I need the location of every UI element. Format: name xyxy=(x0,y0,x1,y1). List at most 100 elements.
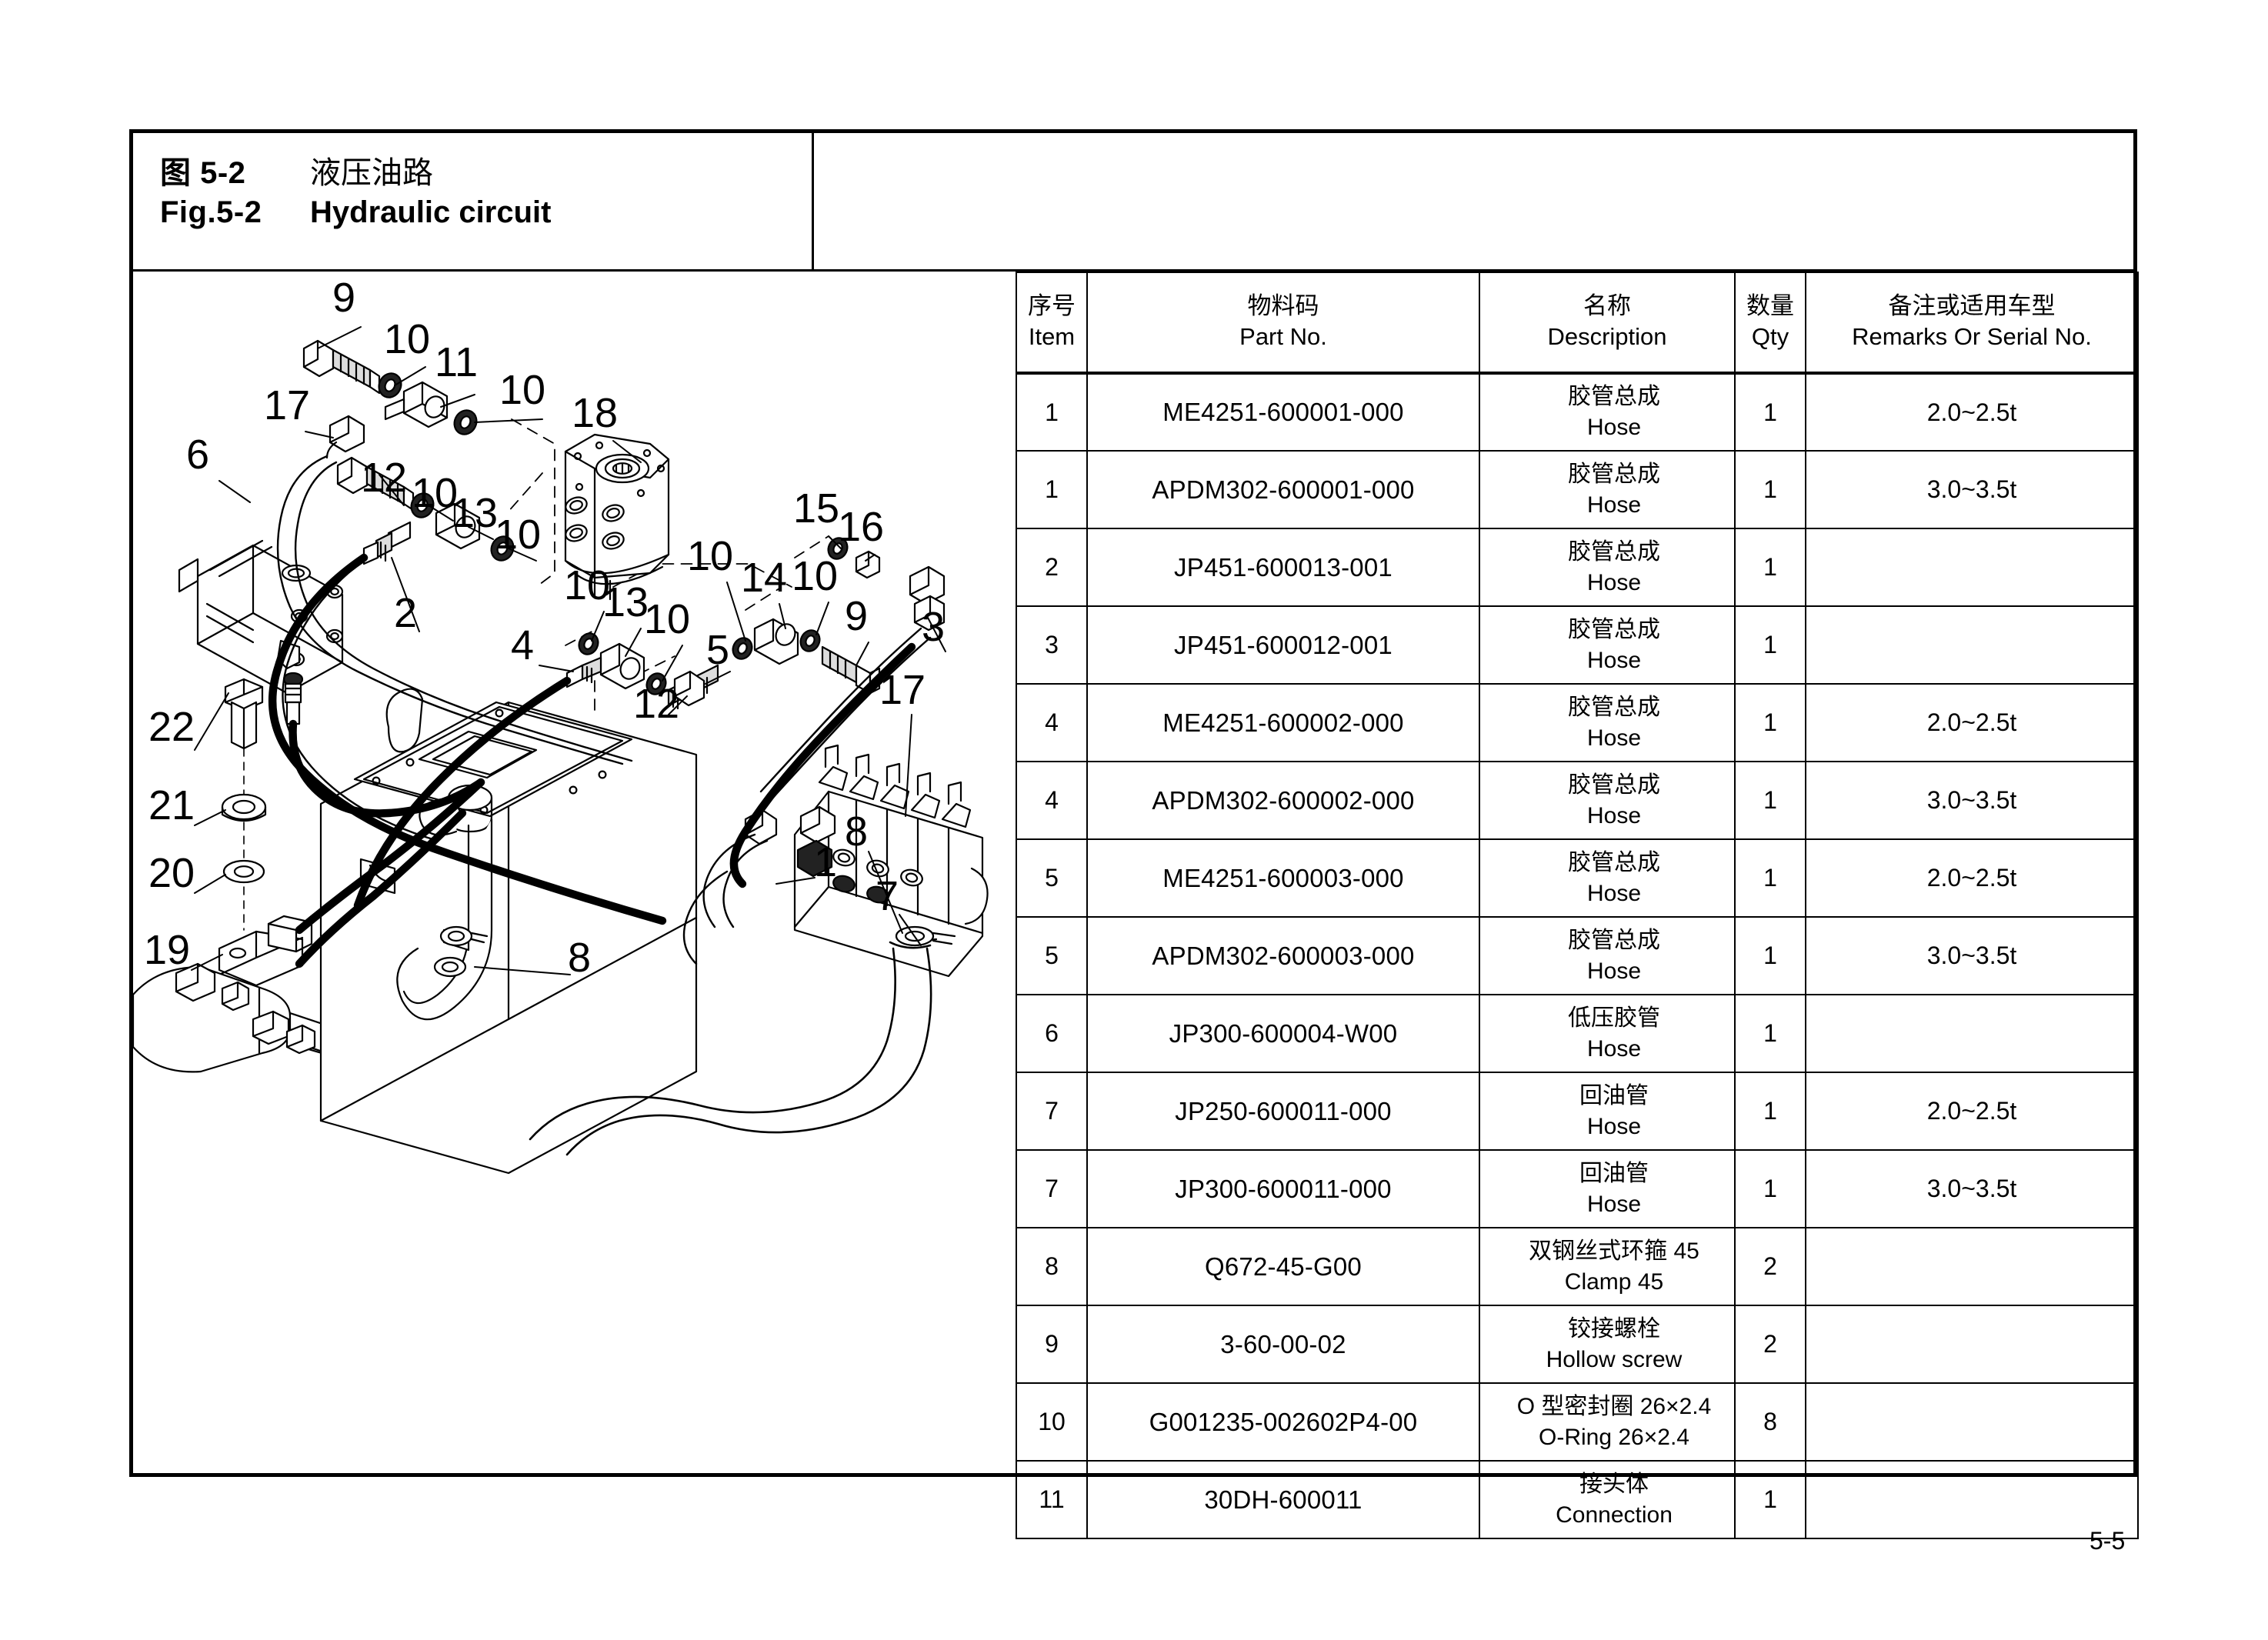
description-en: Hose xyxy=(1586,958,1642,984)
figure-title-text-cn: 液压油路 xyxy=(310,156,433,190)
fitting-group-bottom xyxy=(565,537,946,710)
description-en: Hose xyxy=(1586,647,1642,673)
description-cn: 铰接螺栓 xyxy=(1568,1315,1660,1342)
description-en: Clamp 45 xyxy=(1564,1268,1664,1295)
callout-number: 10 xyxy=(412,470,458,516)
cell-part: G001235-002602P4-00 xyxy=(1086,1382,1480,1462)
callout-leaders xyxy=(191,326,946,975)
callout-number: 9 xyxy=(845,593,868,639)
callout-number: 14 xyxy=(741,555,787,601)
header-qty-en: Qty xyxy=(1751,323,1789,351)
callout-number: 1 xyxy=(814,839,837,885)
figure-title-text-en: Hydraulic circuit xyxy=(310,195,552,229)
header-item-cn: 序号 xyxy=(1028,292,1076,320)
callout-number: 10 xyxy=(384,316,430,362)
cell-part: 3-60-00-02 xyxy=(1086,1305,1480,1384)
cell-qty: 1 xyxy=(1734,683,1806,762)
cell-item: 10 xyxy=(1016,1382,1088,1462)
description-cn: 双钢丝式环箍 45 xyxy=(1529,1238,1699,1264)
cell-qty: 1 xyxy=(1734,450,1806,529)
cell-item: 7 xyxy=(1016,1072,1088,1151)
cell-description: 双钢丝式环箍 45 Clamp 45 xyxy=(1479,1227,1736,1306)
figure-title-english: Fig.5-2 Hydraulic circuit xyxy=(160,195,812,243)
header-part-no: 物料码 Part No. xyxy=(1086,272,1480,375)
description-en: Hose xyxy=(1586,880,1642,906)
description-cn: 胶管总成 xyxy=(1568,772,1660,798)
header-description: 名称 Description xyxy=(1479,272,1736,375)
callout-number: 13 xyxy=(602,579,649,625)
callout-number: 17 xyxy=(264,382,310,428)
cell-remark: 2.0~2.5t xyxy=(1805,683,2139,762)
cell-description: 铰接螺栓 Hollow screw xyxy=(1479,1305,1736,1384)
description-cn: 胶管总成 xyxy=(1568,538,1660,565)
cell-item: 9 xyxy=(1016,1305,1088,1384)
cell-qty: 1 xyxy=(1734,1460,1806,1539)
figure-number-cn: 图 5-2 xyxy=(160,156,246,190)
description-cn: 胶管总成 xyxy=(1568,694,1660,720)
assembly-guideline xyxy=(506,418,829,711)
cell-item: 5 xyxy=(1016,838,1088,918)
cell-part: ME4251-600002-000 xyxy=(1086,683,1480,762)
steering-unit-18 xyxy=(564,433,670,601)
cell-part: APDM302-600002-000 xyxy=(1086,761,1480,840)
header-item-en: Item xyxy=(1028,323,1076,351)
description-en: Hollow screw xyxy=(1546,1346,1683,1372)
callout-number: 8 xyxy=(845,808,868,855)
header-blank-strip xyxy=(814,129,2137,272)
cell-item: 4 xyxy=(1016,683,1088,762)
cell-part: APDM302-600003-000 xyxy=(1086,916,1480,995)
callout-number: 21 xyxy=(148,782,195,828)
header-remarks-cn: 备注或适用车型 xyxy=(1888,292,2056,320)
callout-number: 5 xyxy=(706,627,729,673)
cell-part: JP250-600011-000 xyxy=(1086,1072,1480,1151)
cell-item: 2 xyxy=(1016,528,1088,607)
cell-part: JP300-600011-000 xyxy=(1086,1149,1480,1228)
callout-number: 10 xyxy=(564,562,610,608)
header-part-no-en: Part No. xyxy=(1239,323,1327,351)
header-item: 序号 Item xyxy=(1016,272,1088,375)
cell-item: 5 xyxy=(1016,916,1088,995)
description-en: Hose xyxy=(1586,1191,1642,1217)
header-remarks: 备注或适用车型 Remarks Or Serial No. xyxy=(1805,272,2139,375)
callout-number: 8 xyxy=(568,935,591,981)
cell-qty: 8 xyxy=(1734,1382,1806,1462)
cell-item: 7 xyxy=(1016,1149,1088,1228)
description-cn: 胶管总成 xyxy=(1568,384,1660,410)
cell-qty: 1 xyxy=(1734,994,1806,1073)
description-en: Hose xyxy=(1586,569,1642,595)
callout-number: 3 xyxy=(922,604,945,650)
description-cn: 接头体 xyxy=(1579,1471,1649,1497)
callout-number: 6 xyxy=(186,432,209,478)
figure-title-block: 图 5-2 液压油路 Fig.5-2 Hydraulic circuit xyxy=(129,129,814,272)
pressure-hoses xyxy=(268,553,916,968)
page-number: 5-5 xyxy=(2090,1527,2126,1555)
cell-remark: 3.0~3.5t xyxy=(1805,761,2139,840)
callout-number: 16 xyxy=(838,504,884,550)
description-en: O-Ring 26×2.4 xyxy=(1539,1424,1689,1450)
cell-description: 胶管总成 Hose xyxy=(1479,528,1736,607)
description-en: Hose xyxy=(1586,492,1642,518)
callout-number: 12 xyxy=(361,455,407,501)
header-remarks-en: Remarks Or Serial No. xyxy=(1852,323,2092,351)
header-qty: 数量 Qty xyxy=(1734,272,1806,375)
control-valve xyxy=(744,744,989,978)
outline-hoses xyxy=(276,455,932,965)
